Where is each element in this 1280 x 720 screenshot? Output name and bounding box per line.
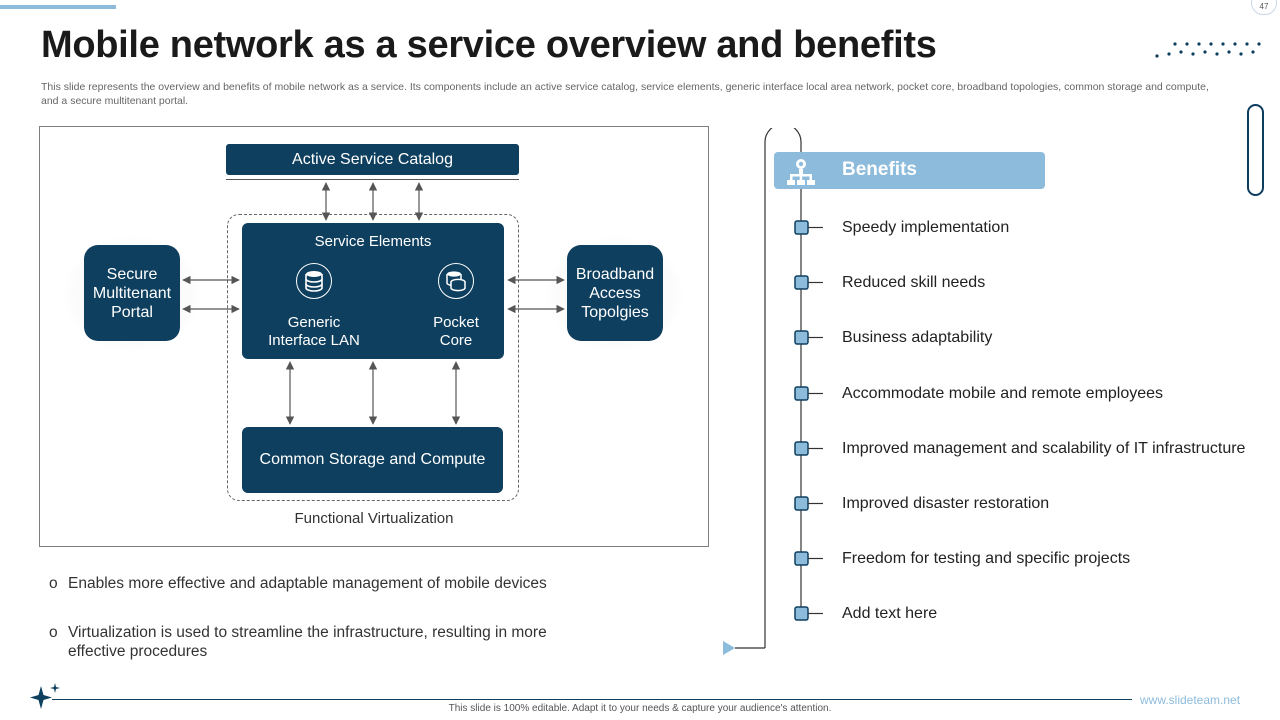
slide-subtitle: This slide represents the overview and b… <box>41 81 1209 107</box>
benefit-item: Speedy implementation <box>842 219 1010 236</box>
functional-virtualization-caption: Functional Virtualization <box>294 510 454 527</box>
benefits-title: Benefits <box>842 159 917 180</box>
service-elements-label: Service Elements <box>314 233 432 250</box>
top-accent-bar <box>0 5 116 9</box>
broadband-access-topologies-box: Broadband Access Topolgies <box>567 245 663 341</box>
diagram-frame <box>39 126 709 547</box>
bullet-item: o Enables more effective and adaptable m… <box>49 575 547 592</box>
sparkle-icon <box>30 683 60 709</box>
footer-note: This slide is 100% editable. Adapt it to… <box>448 703 832 714</box>
benefit-item: Improved disaster restoration <box>842 495 1050 512</box>
bullet-item: o Virtualization is used to streamline t… <box>49 624 547 660</box>
slide-title: Mobile network as a service overview and… <box>41 24 937 66</box>
benefits-timeline <box>723 128 802 655</box>
generic-interface-lan-label: Generic Interface LAN <box>268 314 360 349</box>
secure-multitenant-portal-box: Secure Multitenant Portal <box>84 245 180 341</box>
active-service-catalog-box: Active Service Catalog <box>226 144 519 175</box>
benefit-item: Reduced skill needs <box>842 274 986 291</box>
common-storage-compute-box: Common Storage and Compute <box>242 427 503 493</box>
network-icon <box>787 159 815 185</box>
pocket-core-label: Pocket Core <box>433 314 479 349</box>
footer-url[interactable]: www.slideteam.net <box>1140 693 1241 707</box>
database-stack-icon <box>438 263 474 299</box>
benefit-item: Freedom for testing and specific project… <box>842 550 1131 567</box>
service-elements-box: Service Elements Generic Interface LAN P… <box>242 223 504 359</box>
benefit-markers <box>794 220 823 621</box>
benefit-item: Add text here <box>842 605 938 622</box>
footer-divider <box>52 699 1132 700</box>
benefit-item: Business adaptability <box>842 329 993 346</box>
benefits-header <box>774 152 1045 189</box>
benefit-item: Accommodate mobile and remote employees <box>842 385 1164 402</box>
catalog-underline <box>226 179 519 180</box>
database-icon <box>296 263 332 299</box>
benefit-item: Improved management and scalability of I… <box>842 440 1246 457</box>
side-scroll-pill <box>1247 104 1264 196</box>
decorative-dots-icon <box>1155 42 1261 58</box>
